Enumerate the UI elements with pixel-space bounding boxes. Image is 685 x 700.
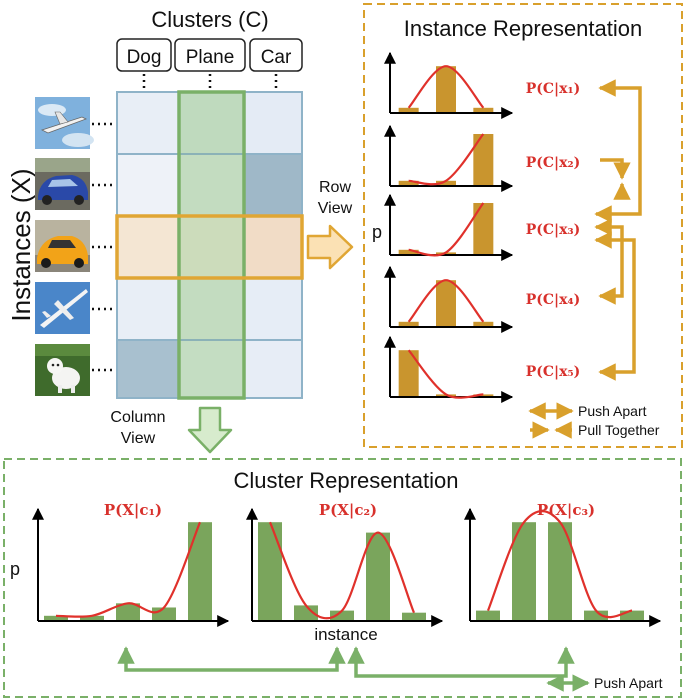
cluster-label-dog: Dog (116, 38, 172, 72)
cluster-chart-1-bar-1 (44, 615, 68, 621)
instance-chart-3 (384, 193, 514, 261)
formula-p-c-x2: P(C|x₂) (526, 155, 581, 171)
formula-p-c-x1: P(C|x₁) (526, 81, 581, 97)
instance-chart-4 (384, 265, 514, 333)
instance-chart-4-bar-1 (398, 321, 419, 327)
instance-chart-5-bar-3 (473, 394, 494, 397)
cluster-chart-1-bar-2 (80, 615, 104, 621)
cluster-chart-1-bar-4 (152, 607, 176, 621)
cluster-chart-2-curve (268, 521, 416, 620)
instance-legend: Push Apart Pull Together (528, 402, 660, 439)
cluster-legend: Push Apart (546, 674, 663, 692)
formula-p-c-x4: P(C|x₄) (526, 292, 581, 308)
formula-p-x-c2: P(X|c₂) (319, 501, 377, 519)
svg-text:Car: Car (261, 47, 292, 68)
cluster-charts (32, 507, 662, 627)
clusters-title: Clusters (C) (151, 7, 268, 32)
column-view-label-2: View (121, 430, 156, 447)
instance-chart-3-bar-2 (436, 252, 456, 255)
instance-push-pull-arrows (594, 79, 642, 381)
instance-image-orange-car (35, 220, 90, 272)
cluster-chart-2-bar-2 (294, 605, 318, 621)
instance-chart-1-curve (407, 65, 485, 109)
cluster-chart-2-bar-1 (258, 522, 282, 621)
cluster-chart-1-bar-3 (116, 603, 140, 621)
cluster-chart-3-bar-5 (620, 610, 644, 621)
cluster-chart-2 (246, 507, 444, 627)
instances-label: Instances (X) (6, 168, 36, 321)
assignment-matrix (115, 90, 304, 400)
instance-chart-1-bar-3 (473, 107, 494, 113)
instance-image-dog (35, 344, 90, 396)
row-view-label-1: Row (319, 179, 351, 196)
formula-p-x-c3: P(X|c₃) (537, 501, 595, 519)
cluster-push-apart-arrows (117, 646, 575, 678)
instance-chart-2 (384, 124, 514, 192)
cluster-chart-2-bar-3 (330, 610, 354, 621)
cluster-label-plane: Plane (174, 38, 246, 72)
formula-p-c-x5: P(C|x₅) (526, 364, 581, 380)
cluster-chart-2-bar-5 (402, 612, 426, 621)
instance-chart-1-bar-1 (398, 107, 419, 113)
cluster-panel-y-label: p (10, 559, 20, 579)
cluster-label-car: Car (249, 38, 303, 72)
instance-panel-y-label: p (372, 222, 382, 242)
svg-text:Pull Together: Pull Together (578, 422, 660, 438)
svg-text:Dog: Dog (127, 47, 162, 68)
instance-chart-2-curve (408, 133, 485, 186)
instance-image-blue-car (35, 158, 90, 210)
cluster-panel-x-label: instance (314, 625, 377, 644)
cluster-chart-2-bar-4 (366, 532, 390, 621)
column-view-arrow (187, 406, 233, 454)
cluster-connectors (142, 74, 278, 92)
instance-chart-1 (384, 51, 514, 119)
instance-chart-4-curve (407, 279, 485, 323)
highlighted-column (177, 90, 246, 400)
instance-chart-4-bar-2 (436, 280, 456, 327)
instance-chart-2-bar-3 (473, 134, 494, 186)
instance-image-plane-1 (35, 97, 94, 149)
instance-connectors (92, 122, 115, 372)
cluster-chart-3-curve (486, 510, 633, 619)
cluster-representation-panel (3, 458, 682, 698)
instance-representation-panel (363, 3, 683, 448)
svg-text:Push Apart: Push Apart (578, 403, 647, 419)
instance-chart-3-bar-1 (398, 249, 419, 255)
instance-chart-1-bar-2 (436, 66, 456, 113)
column-view-label-1: Column (110, 409, 165, 426)
cluster-chart-3-bar-4 (584, 610, 608, 621)
row-view-label-2: View (318, 200, 353, 217)
instance-chart-2-bar-1 (398, 180, 419, 186)
instance-charts (384, 51, 514, 403)
formula-p-c-x3: P(C|x₃) (526, 222, 581, 238)
svg-text:Push Apart: Push Apart (594, 675, 663, 691)
instance-chart-5-bar-2 (436, 394, 456, 397)
instance-chart-2-bar-2 (436, 180, 456, 186)
instance-chart-5 (384, 335, 514, 403)
instance-chart-3-curve (408, 202, 485, 257)
cluster-chart-3-bar-1 (476, 610, 500, 621)
instance-chart-4-bar-3 (473, 321, 494, 327)
instance-chart-5-bar-1 (398, 350, 419, 397)
cluster-chart-3 (464, 507, 662, 627)
cluster-chart-1-curve (55, 521, 202, 618)
instance-panel-title: Instance Representation (404, 16, 643, 41)
cluster-chart-1 (32, 507, 230, 627)
instance-chart-5-curve (407, 349, 484, 399)
highlighted-row (115, 214, 304, 280)
formula-p-x-c1: P(X|c₁) (104, 501, 162, 519)
row-view-arrow (306, 224, 354, 270)
svg-text:Plane: Plane (186, 47, 235, 68)
cluster-chart-1-bar-5 (188, 522, 212, 621)
cluster-panel-title: Cluster Representation (233, 468, 458, 493)
instance-image-plane-2 (35, 282, 90, 334)
instance-chart-3-bar-3 (473, 203, 494, 255)
